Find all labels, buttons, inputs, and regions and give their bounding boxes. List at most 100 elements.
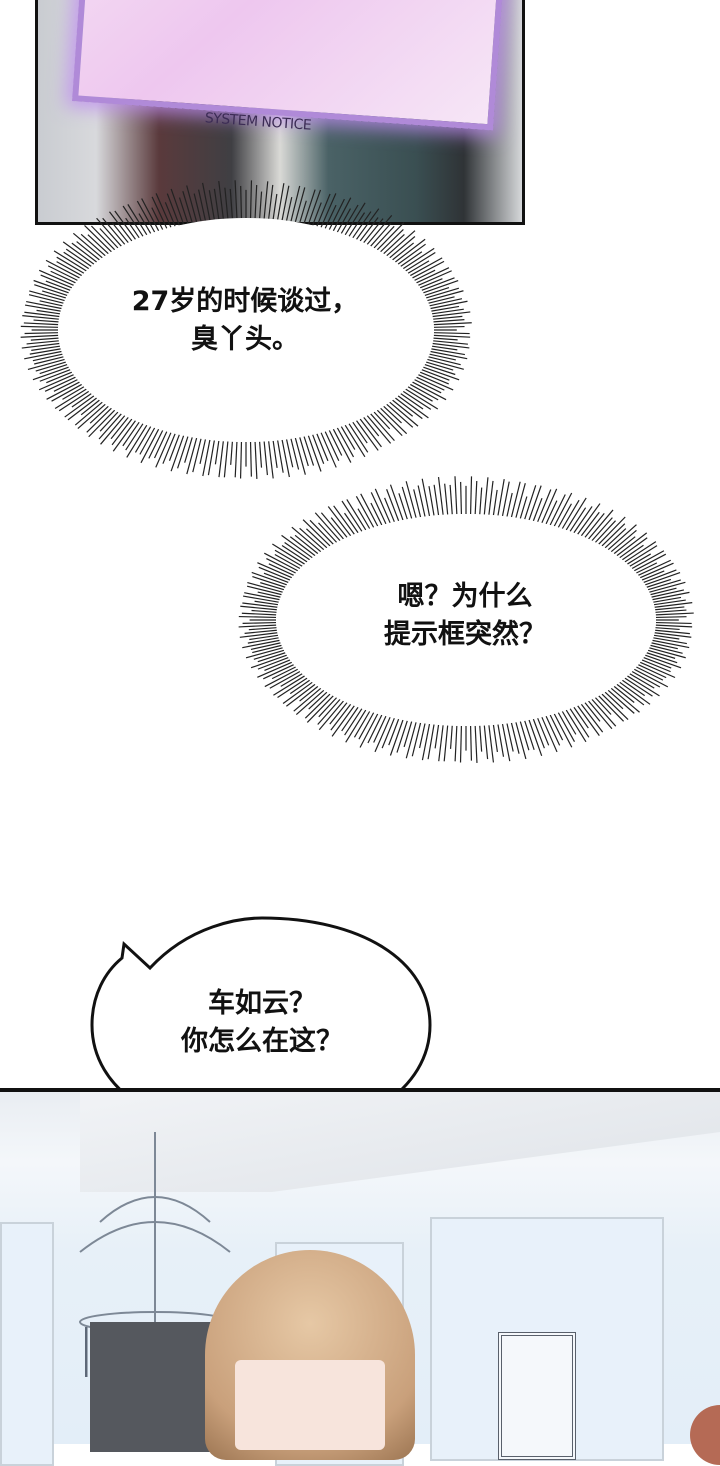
burst-spike [341, 706, 359, 732]
burst-spike [336, 427, 355, 458]
burst-spike [418, 723, 426, 749]
burst-spike [622, 544, 644, 561]
burst-spike [277, 677, 308, 698]
burst-spike [99, 228, 119, 249]
burst-spike [633, 553, 667, 572]
burst-spike [653, 634, 680, 640]
burst-spike [654, 632, 692, 638]
burst-spike [252, 644, 282, 654]
bubble-line: 臭丫头。 [191, 324, 299, 355]
burst-spike [320, 193, 337, 228]
burst-spike [134, 426, 152, 453]
burst-spike [433, 325, 465, 328]
burst-spike [431, 305, 460, 312]
burst-spike [515, 483, 526, 518]
burst-spike [56, 261, 82, 277]
burst-spike [26, 340, 59, 345]
burst-spike [460, 481, 463, 515]
burst-spike [410, 257, 443, 277]
burst-spike [653, 637, 687, 645]
burst-spike [273, 675, 305, 696]
burst-spike [344, 708, 363, 736]
burst-spike [414, 269, 436, 281]
burst-spike [307, 435, 322, 472]
burst-spike [111, 222, 129, 244]
burst-spike [412, 381, 447, 401]
burst-spike [234, 180, 238, 219]
burst-spike [224, 187, 229, 219]
burst-spike [356, 420, 379, 451]
burst-spike [238, 615, 277, 619]
burst-spike [162, 433, 176, 464]
burst-spike [654, 602, 693, 608]
burst-spike [497, 479, 505, 516]
burst-spike [249, 441, 252, 477]
burst-spike [423, 280, 459, 294]
burst-spike [419, 371, 449, 385]
burst-spike [643, 657, 672, 669]
burst-spike [430, 350, 468, 360]
burst-spike [425, 361, 454, 371]
burst-spike [272, 543, 305, 565]
burst-spike [488, 480, 494, 515]
burst-spike [250, 642, 281, 650]
burst-spike [46, 381, 80, 400]
burst-spike [341, 500, 363, 532]
burst-spike [308, 691, 328, 710]
burst-spike [433, 340, 468, 345]
burst-spike [24, 304, 61, 312]
burst-spike [98, 413, 122, 440]
burst-spike [291, 526, 322, 553]
burst-spike [532, 497, 543, 522]
burst-spike [263, 441, 269, 476]
burst-spike [320, 512, 344, 540]
burst-spike [358, 712, 375, 740]
burst-spike [294, 187, 306, 223]
burst-spike [598, 695, 625, 722]
furniture [90, 1322, 220, 1452]
burst-spike [398, 493, 408, 520]
burst-spike [90, 225, 116, 251]
burst-spike [71, 393, 92, 408]
burst-spike [433, 484, 440, 516]
burst-spike [419, 278, 443, 289]
burst-spike [266, 557, 296, 574]
burst-spike [54, 388, 87, 409]
burst-spike [170, 188, 185, 225]
burst-spike [186, 185, 198, 223]
burst-spike [39, 364, 68, 375]
burst-spike [396, 720, 408, 753]
burst-spike [370, 502, 383, 526]
burst-spike [164, 202, 176, 227]
burst-spike [32, 366, 69, 381]
burst-spike [317, 698, 341, 725]
burst-spike [44, 376, 76, 392]
burst-spike [50, 270, 76, 284]
burst-spike [295, 689, 325, 716]
burst-spike [294, 534, 319, 555]
burst-spike [429, 298, 463, 307]
burst-spike [437, 476, 444, 515]
burst-spike [239, 632, 278, 638]
burst-spike [336, 208, 352, 233]
burst-spike [186, 437, 198, 475]
burst-spike [506, 723, 514, 752]
burst-spike [501, 723, 511, 762]
burst-bubble-1 [20, 180, 472, 479]
burst-spike [263, 181, 269, 219]
burst-spike [38, 374, 74, 391]
burst-spike [360, 493, 379, 527]
bubble-line: 你怎么在这？ [181, 1026, 343, 1057]
burst-spike [610, 529, 637, 553]
burst-spike [352, 211, 372, 239]
burst-bubble-1-text: 27岁的时候谈过， 臭丫头。 [95, 283, 395, 359]
burst-spike [647, 579, 681, 591]
burst-spike [62, 386, 85, 400]
bubble-line: 嗯？为什么 [397, 581, 533, 612]
burst-spike [327, 506, 352, 537]
burst-spike [45, 280, 71, 291]
burst-body [58, 218, 434, 442]
burst-spike [33, 279, 69, 294]
burst-spike [397, 395, 429, 419]
burst-spike [652, 591, 690, 601]
